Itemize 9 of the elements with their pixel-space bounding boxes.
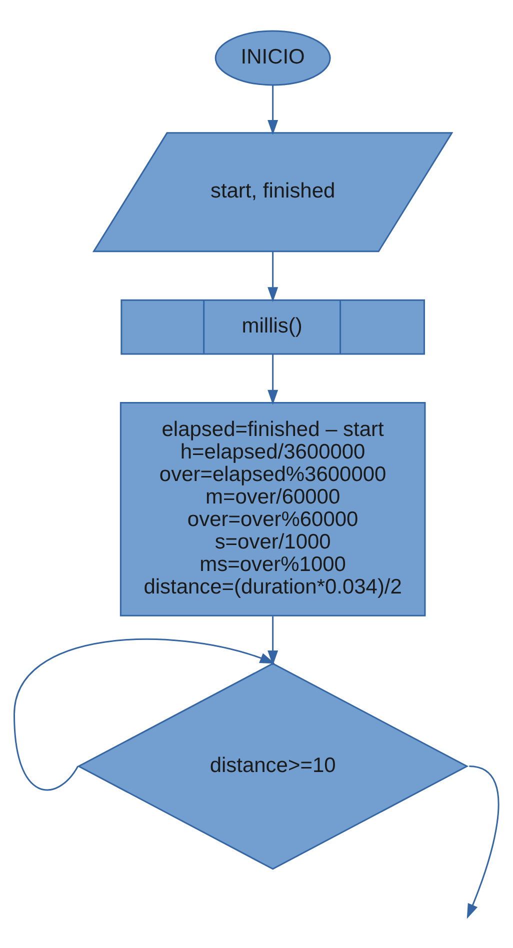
node-diamond: distance>=10 xyxy=(77,662,469,870)
node-ellipse: INICIO xyxy=(214,30,331,86)
arrow xyxy=(268,354,278,404)
arrow xyxy=(14,638,275,790)
arrow xyxy=(268,616,278,665)
arrow xyxy=(268,251,278,302)
arrow xyxy=(268,84,278,135)
node-box: elapsed=finished – start h=elapsed/3600000 over=elapsed%3600000 m=over/60000 over=over%60000 s=over/1000 ms=over%1000 distance=(duration*0.034)/2 xyxy=(120,402,426,616)
arrow xyxy=(466,765,500,918)
